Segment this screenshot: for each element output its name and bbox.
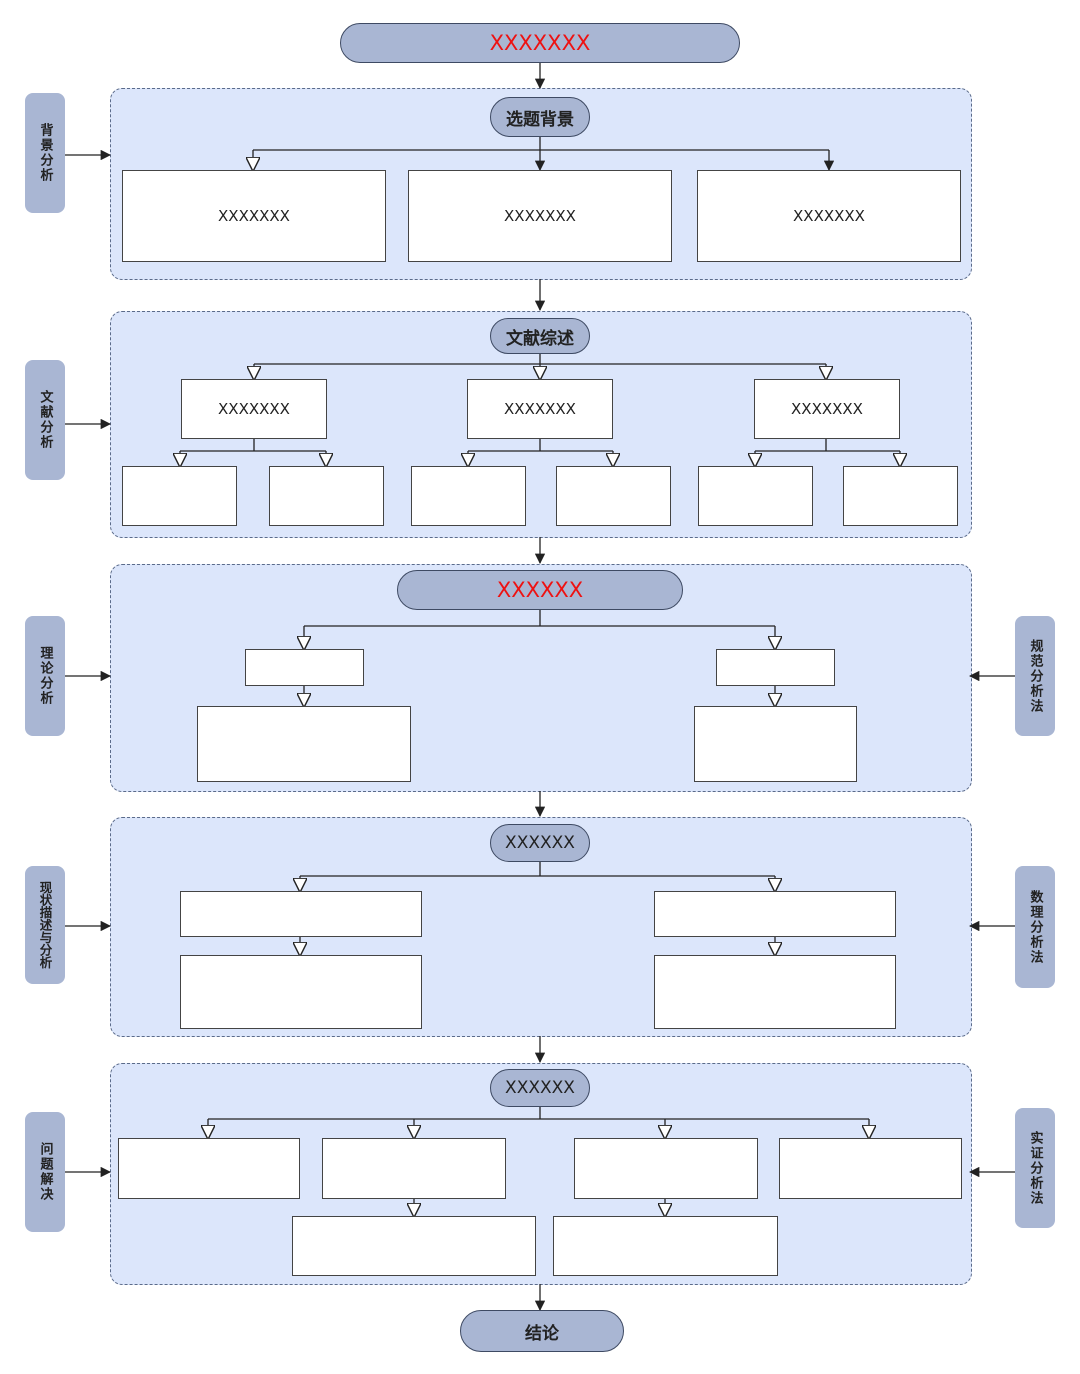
section-header-theory: XXXXXX bbox=[397, 570, 683, 610]
side-label-problem-solving: 问题解决 bbox=[25, 1112, 65, 1232]
section-header-background: 选题背景 bbox=[490, 97, 590, 137]
solution-box-1 bbox=[118, 1138, 300, 1199]
solution-box-3 bbox=[574, 1138, 758, 1199]
status-box-left bbox=[180, 891, 422, 937]
background-box-2: XXXXXXX bbox=[408, 170, 672, 262]
side-label-background-analysis: 背景分析 bbox=[25, 93, 65, 213]
theory-small-box-left bbox=[245, 649, 364, 686]
side-label-literature-analysis: 文献分析 bbox=[25, 360, 65, 480]
background-box-3: XXXXXXX bbox=[697, 170, 961, 262]
side-label-text: 理论分析 bbox=[37, 646, 53, 706]
side-label-status-analysis: 现状描述与分析 bbox=[25, 866, 65, 984]
section-header-status: XXXXXX bbox=[490, 824, 590, 862]
literature-subbox bbox=[843, 466, 958, 526]
side-label-empirical-method: 实证分析法 bbox=[1015, 1108, 1055, 1228]
literature-box-1: XXXXXXX bbox=[181, 379, 327, 439]
side-label-text: 文献分析 bbox=[37, 390, 53, 450]
literature-subbox bbox=[122, 466, 237, 526]
literature-subbox bbox=[698, 466, 813, 526]
section-header-solution: XXXXXX bbox=[490, 1069, 590, 1107]
side-label-text: 问题解决 bbox=[37, 1142, 53, 1202]
solution-box-2 bbox=[322, 1138, 506, 1199]
side-label-mathematical-method: 数理分析法 bbox=[1015, 866, 1055, 988]
status-box-right bbox=[654, 891, 896, 937]
literature-box-3: XXXXXXX bbox=[754, 379, 900, 439]
status-large-box-right bbox=[654, 955, 896, 1029]
conclusion-pill: 结论 bbox=[460, 1310, 624, 1352]
theory-large-box-right bbox=[694, 706, 857, 782]
side-label-normative-method: 规范分析法 bbox=[1015, 616, 1055, 736]
theory-large-box-left bbox=[197, 706, 411, 782]
solution-lower-box-right bbox=[553, 1216, 778, 1276]
section-header-literature: 文献综述 bbox=[490, 318, 590, 354]
top-title-pill: XXXXXXX bbox=[340, 23, 740, 63]
solution-lower-box-left bbox=[292, 1216, 536, 1276]
side-label-text: 规范分析法 bbox=[1027, 638, 1043, 714]
literature-subbox bbox=[411, 466, 526, 526]
literature-subbox bbox=[269, 466, 384, 526]
side-label-text: 数理分析法 bbox=[1027, 889, 1043, 965]
side-label-text: 实证分析法 bbox=[1027, 1130, 1043, 1206]
background-box-1: XXXXXXX bbox=[122, 170, 386, 262]
solution-box-4 bbox=[779, 1138, 962, 1199]
theory-small-box-right bbox=[716, 649, 835, 686]
side-label-text: 背景分析 bbox=[37, 123, 53, 183]
literature-subbox bbox=[556, 466, 671, 526]
status-large-box-left bbox=[180, 955, 422, 1029]
side-label-theory-analysis: 理论分析 bbox=[25, 616, 65, 736]
literature-box-2: XXXXXXX bbox=[467, 379, 613, 439]
side-label-text: 现状描述与分析 bbox=[37, 881, 53, 969]
